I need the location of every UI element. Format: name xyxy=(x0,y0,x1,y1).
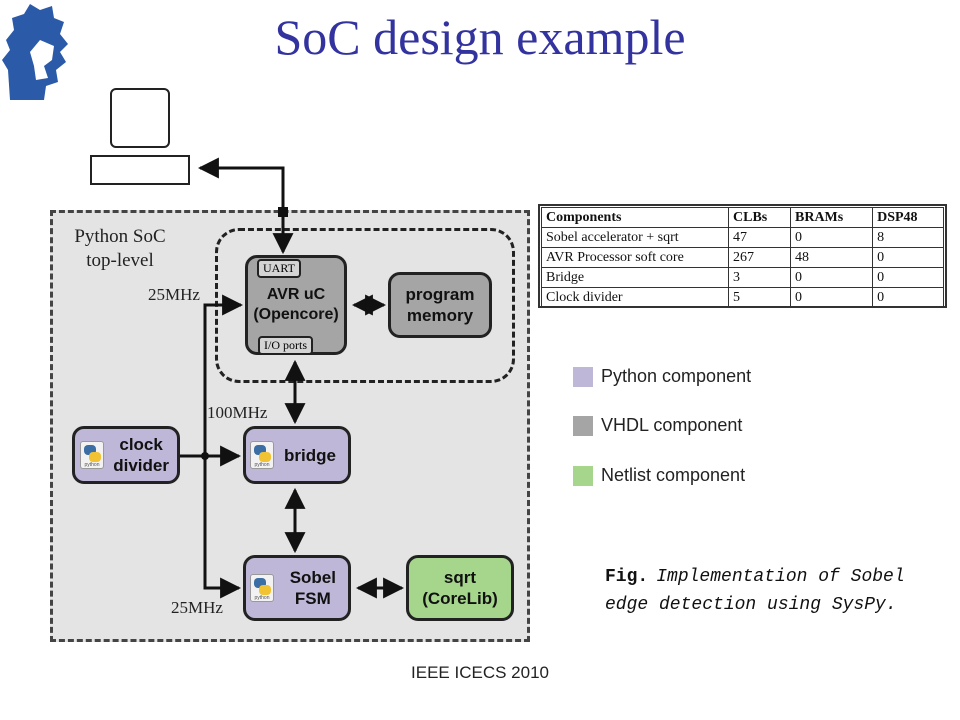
table-row: Bridge 3 0 0 xyxy=(541,267,944,288)
table-cell: 48 xyxy=(789,247,874,268)
figure-caption: Fig.Implementation of Sobel edge detecti… xyxy=(605,563,925,619)
python-logo-icon: python xyxy=(80,441,104,469)
table-header-row: Components CLBs BRAMs DSP48 xyxy=(541,207,944,228)
caption-text: Implementation of Sobel edge detection u… xyxy=(605,567,905,615)
legend-swatch xyxy=(573,366,593,387)
clock-to-avr-wire xyxy=(203,294,244,456)
table-cell: 0 xyxy=(789,267,874,288)
slide-footer: IEEE ICECS 2010 xyxy=(411,663,549,682)
legend-label: VHDL component xyxy=(601,415,743,435)
table-row: AVR Processor soft core 267 48 0 xyxy=(541,247,944,268)
legend-netlist: Netlist component xyxy=(573,465,745,486)
table-cell: 0 xyxy=(872,247,944,268)
clock-divider-block: clock divider xyxy=(72,426,180,484)
python-logo-icon: python xyxy=(250,441,274,469)
table-header: CLBs xyxy=(728,207,791,228)
clock-to-sobel-wire xyxy=(203,456,242,599)
freq-label-sobel: 25MHz xyxy=(171,598,223,617)
clock-divider-label: clock divider xyxy=(113,435,169,475)
legend-label: Netlist component xyxy=(601,465,746,485)
slide-title: SoC design example xyxy=(274,9,686,65)
table-cell: 0 xyxy=(872,287,944,308)
table-cell: AVR Processor soft core xyxy=(541,247,729,268)
table-header: BRAMs xyxy=(789,207,874,228)
keyboard-icon xyxy=(90,155,190,185)
soc-label: Python SoC top-level xyxy=(74,226,166,271)
table-cell: 47 xyxy=(728,227,791,248)
uart-to-pc-wire xyxy=(197,157,285,212)
table-cell: 5 xyxy=(728,287,791,308)
io-ports-tag: I/O ports xyxy=(258,336,313,355)
table-row: Sobel accelerator + sqrt 47 0 8 xyxy=(541,227,944,248)
python-logo-icon: python xyxy=(250,574,274,602)
table-row: Clock divider 5 0 0 xyxy=(541,287,944,308)
table-cell: 0 xyxy=(789,287,874,308)
table-cell: 0 xyxy=(872,267,944,288)
legend-swatch xyxy=(573,415,593,436)
monitor-icon xyxy=(110,88,170,148)
table-cell: Sobel accelerator + sqrt xyxy=(541,227,729,248)
legend-vhdl: VHDL component xyxy=(573,415,742,436)
sobel-fsm-label: Sobel FSM xyxy=(289,568,336,608)
university-logo-icon xyxy=(2,4,68,100)
table-cell: 8 xyxy=(872,227,944,248)
avr-uc-label: AVR uC (Opencore) xyxy=(253,286,339,323)
resource-table: Components CLBs BRAMs DSP48 Sobel accele… xyxy=(541,207,944,308)
caption-lead: Fig. xyxy=(605,567,649,587)
table-cell: Bridge xyxy=(541,267,729,288)
table-cell: 3 xyxy=(728,267,791,288)
freq-label-avr: 25MHz xyxy=(148,285,200,304)
freq-label-bridge: 100MHz xyxy=(207,403,268,422)
bridge-label: bridge xyxy=(284,445,336,465)
table-header: DSP48 xyxy=(872,207,944,228)
program-memory-label: program memory xyxy=(405,285,475,325)
table-cell: 267 xyxy=(728,247,791,268)
program-memory-block: program memory xyxy=(388,272,492,338)
table-header: Components xyxy=(541,207,729,228)
table-cell: Clock divider xyxy=(541,287,729,308)
table-cell: 0 xyxy=(789,227,874,248)
legend-swatch xyxy=(573,465,593,486)
legend-label: Python component xyxy=(601,366,752,386)
sqrt-corelib-block: sqrt (CoreLib) xyxy=(406,555,514,621)
uart-tag: UART xyxy=(257,259,301,278)
legend-python: Python component xyxy=(573,366,751,387)
sqrt-label: sqrt (CoreLib) xyxy=(422,568,498,608)
